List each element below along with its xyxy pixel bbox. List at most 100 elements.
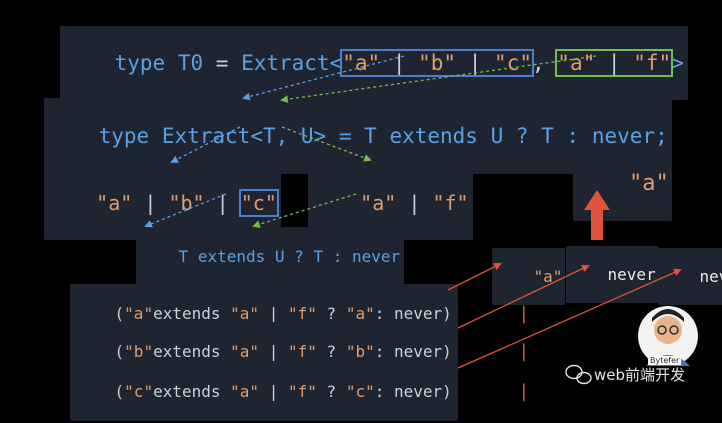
colon: :	[332, 247, 343, 266]
question: ?	[515, 124, 529, 148]
string-f: "f"	[633, 51, 672, 75]
question: ?	[326, 304, 337, 323]
line-type-extract: type Extract<T, U> = T extends U ? T : n…	[44, 98, 672, 174]
string-b: "b"	[168, 191, 205, 215]
string-c: "c"	[124, 382, 154, 401]
keyword-never: never	[394, 304, 443, 323]
string-b: "b"	[345, 342, 375, 361]
keyword-extends: extends	[153, 304, 221, 323]
arrow-u-to-union	[281, 126, 372, 162]
comma: ,	[531, 51, 545, 75]
arrow-t-to-union	[170, 126, 241, 163]
keyword-never: never	[352, 247, 401, 266]
line-type-t0: type T0 = Extract<"a" | "b" | "c", "a" |…	[60, 26, 688, 100]
t-param: T	[313, 247, 324, 266]
string-f: "f"	[287, 342, 317, 361]
arrows-layer	[144, 55, 698, 385]
result-a: "a"	[492, 248, 566, 305]
extract-declaration: Extract<T, U> =	[161, 124, 352, 148]
keyword-extends: extends	[153, 382, 221, 401]
string-c: "c"	[494, 51, 532, 75]
string-a: "a"	[230, 382, 260, 401]
close-paren: )	[442, 304, 452, 323]
arrow-args-to-t	[242, 55, 405, 101]
red-bar: |	[518, 341, 530, 362]
row-c-separator: |	[472, 360, 532, 423]
avatar-badge: Bytefer	[648, 356, 682, 365]
diagram: type T0 = Extract<"a" | "b" | "c", "a" |…	[44, 26, 722, 421]
keyword-type: type	[114, 51, 166, 75]
result-never-2: never	[658, 248, 722, 305]
close-paren: )	[442, 382, 452, 401]
keyword-type: type	[98, 124, 150, 148]
keyword-never: never	[699, 267, 722, 286]
string-a: "a"	[124, 304, 154, 323]
big-up-arrow	[584, 190, 610, 240]
bar: |	[268, 342, 279, 361]
semicolon: ;	[655, 124, 668, 148]
colon: :	[566, 124, 580, 148]
wechat-icon	[565, 364, 592, 385]
second-argument-box: "a" | "f"	[555, 49, 674, 77]
string-b: "b"	[418, 51, 457, 75]
keyword-never: never	[607, 265, 656, 284]
bar: |	[468, 51, 482, 75]
question: ?	[294, 247, 304, 266]
t-param: T	[541, 124, 554, 148]
red-bar: |	[518, 303, 530, 324]
arrow-row-b-result	[457, 264, 590, 329]
u-param: U	[274, 247, 285, 266]
string-a: "a"	[345, 304, 375, 323]
open-paren: (	[114, 382, 125, 401]
conditional-expression: T extends U ? T : never	[136, 227, 405, 286]
string-a: "a"	[230, 342, 260, 361]
red-bar: |	[518, 381, 530, 402]
colon: :	[374, 382, 385, 401]
string-a: "a"	[96, 191, 133, 215]
keyword-extends: extends	[197, 247, 266, 266]
string-a: "a"	[557, 51, 596, 75]
keyword-extends: extends	[389, 124, 478, 148]
watermark-label: web前端开发	[594, 366, 686, 384]
avatar-badge-text: Bytefer	[650, 356, 680, 365]
keyword-never: never	[394, 342, 443, 361]
bar: |	[607, 51, 621, 75]
arrow-row-a-result	[447, 263, 502, 291]
close-paren: )	[442, 342, 452, 361]
question: ?	[326, 382, 337, 401]
string-f: "f"	[287, 304, 317, 323]
arrow-c-to-t	[144, 193, 227, 228]
string-a: "a"	[360, 191, 397, 215]
string-a: "a"	[230, 304, 260, 323]
u-param: U	[490, 124, 504, 148]
string-a: "a"	[342, 51, 381, 75]
watermark-text: web前端开发	[594, 364, 685, 385]
result-string-a: "a"	[628, 171, 669, 196]
colon: :	[374, 342, 385, 361]
equals: =	[215, 51, 229, 75]
bar: |	[408, 191, 421, 215]
close-angle: >	[671, 51, 684, 75]
arrow-af-to-u	[252, 193, 357, 228]
row-a-separator: |	[472, 282, 532, 345]
bar: |	[268, 382, 279, 401]
keyword-never: never	[591, 124, 656, 148]
colon: :	[374, 304, 385, 323]
t-param: T	[178, 247, 189, 266]
t-param: T	[364, 124, 377, 148]
open-paren: (	[114, 304, 125, 323]
question: ?	[326, 342, 337, 361]
row-b-separator: |	[472, 320, 532, 383]
extract-call: Extract<	[241, 51, 343, 75]
arrow-row-c-result	[457, 268, 682, 369]
arrow-args-to-u	[280, 55, 597, 104]
string-c: "c"	[345, 382, 375, 401]
string-f: "f"	[287, 382, 317, 401]
string-b: "b"	[124, 342, 154, 361]
type-name: T0	[177, 51, 204, 75]
string-c-highlighted: "c"	[238, 189, 279, 217]
keyword-extends: extends	[153, 342, 221, 361]
result-never-1: never	[566, 246, 659, 303]
keyword-never: never	[394, 382, 443, 401]
open-paren: (	[114, 342, 125, 361]
